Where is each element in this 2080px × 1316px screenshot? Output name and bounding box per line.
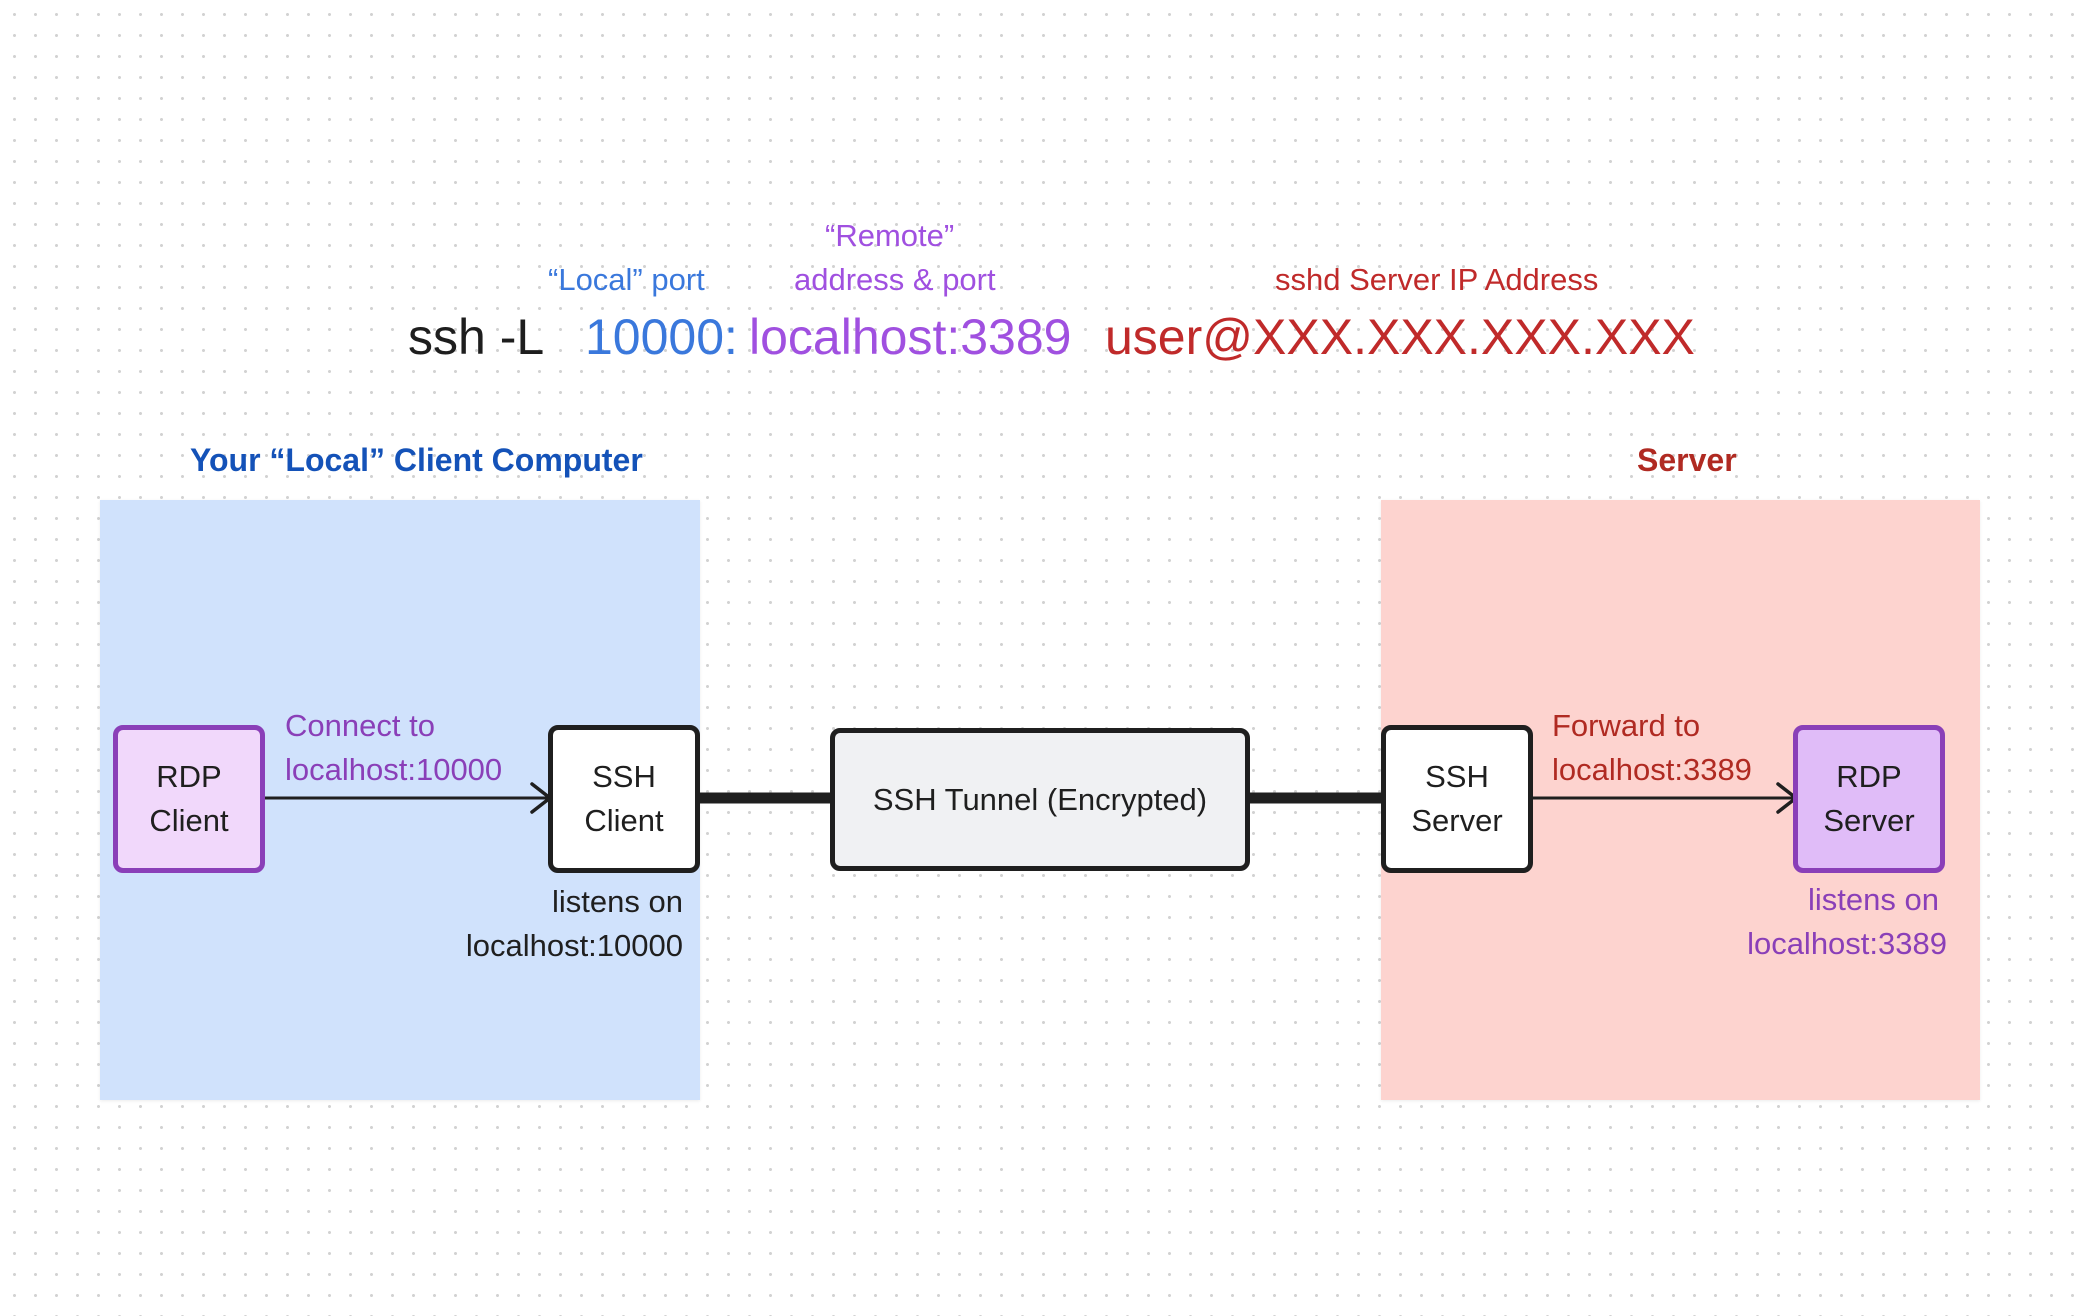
forward-label-line2: localhost:3389 [1552, 752, 1752, 787]
ssh-client-label-line2: Client [584, 803, 664, 838]
connect-label-line1: Connect to [285, 708, 435, 743]
server-ip-annotation: sshd Server IP Address [1275, 262, 1599, 297]
rdp-server-note-line1: listens on [1808, 882, 1939, 917]
remote-annotation-line2: address & port [794, 262, 996, 297]
forward-label-line1: Forward to [1552, 708, 1701, 743]
command-colon: : [724, 309, 738, 365]
connect-label-line2: localhost:10000 [285, 752, 503, 787]
rdp-server-node: RDP Server [1793, 725, 1945, 873]
rdp-server-label-line2: Server [1823, 803, 1915, 838]
ssh-server-node: SSH Server [1381, 725, 1533, 873]
rdp-server-label-line1: RDP [1836, 759, 1902, 794]
client-region-title: Your “Local” Client Computer [190, 442, 643, 478]
command-base: ssh -L [408, 309, 545, 365]
ssh-server-label-line2: Server [1411, 803, 1503, 838]
rdp-client-label-line1: RDP [156, 759, 222, 794]
rdp-client-node: RDP Client [113, 725, 265, 873]
command-server: user@XXX.XXX.XXX.XXX [1105, 309, 1695, 365]
rdp-server-note-line2: localhost:3389 [1747, 926, 1947, 961]
remote-annotation-line1: “Remote” [825, 218, 955, 253]
ssh-client-note-line2: localhost:10000 [465, 928, 683, 963]
ssh-client-note-line1: listens on [552, 884, 683, 919]
ssh-client-label-line1: SSH [592, 759, 656, 794]
rdp-client-label-line2: Client [149, 803, 229, 838]
ssh-server-label-line1: SSH [1425, 759, 1489, 794]
ssh-tunnel-node: SSH Tunnel (Encrypted) [830, 728, 1250, 871]
local-port-annotation: “Local” port [548, 262, 705, 297]
ssh-tunnel-label: SSH Tunnel (Encrypted) [872, 781, 1208, 817]
server-region-title: Server [1637, 442, 1737, 478]
ssh-client-node: SSH Client [548, 725, 700, 873]
command-remote: localhost:3389 [749, 309, 1072, 365]
command-local-port: 10000 [585, 309, 725, 365]
